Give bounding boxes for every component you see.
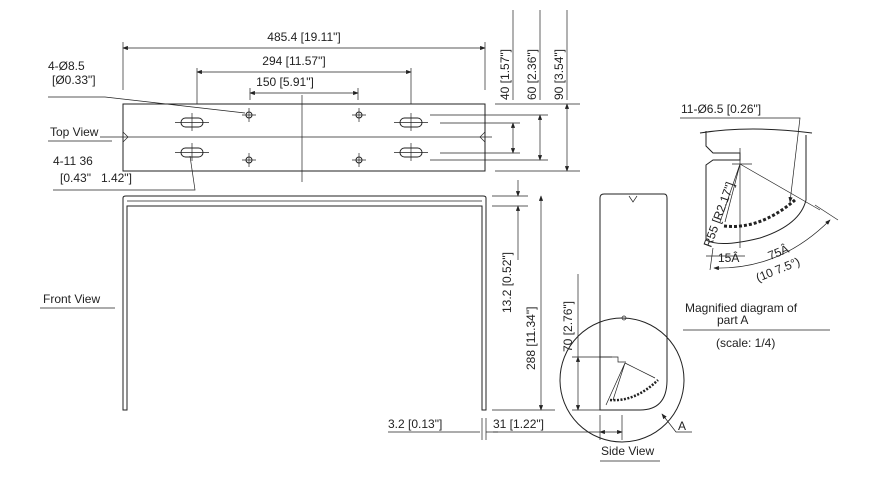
dim-288: 288 [11.34"] (524, 307, 538, 370)
top-view: 485.4 [19.11"] 294 [11.57"] 150 [5.91"] … (48, 10, 580, 191)
detail-caption: Magnified diagram of (685, 301, 798, 315)
detail-scale: (scale: 1/4) (716, 336, 775, 350)
dim-31: 31 [1.22"] (493, 417, 544, 431)
dim-70: 70 [2.76"] (561, 301, 575, 352)
dim-overall-length: 485.4 [19.11"] (267, 30, 340, 44)
dim-60: 60 [2.36"] (525, 49, 539, 100)
detail-caption-part: part A (717, 313, 748, 327)
slot-callout-inch: [0.43" 1.42"] (60, 171, 132, 185)
front-view-label: Front View (43, 292, 100, 306)
detail-hole-arc (723, 198, 796, 228)
hole-callout-inch: [Ø0.33"] (52, 73, 96, 87)
notch (122, 131, 486, 143)
side-view: 70 [2.76"] 31 [1.22"] Side View A (493, 193, 692, 462)
dim-90: 90 [3.54"] (552, 49, 566, 100)
hole-callout: 4-Ø8.5 (48, 59, 85, 73)
dim-thickness: 3.2 [0.13"] (388, 417, 442, 431)
dim-hole-spacing: 150 [5.91"] (256, 75, 314, 89)
front-view-outline (122, 195, 487, 411)
hole-arc (609, 379, 659, 402)
slot-callout: 4-11 36 (53, 154, 93, 168)
top-view-label: Top View (50, 125, 99, 139)
top-view-outline (122, 103, 486, 172)
front-view: Front View 13.2 [0.52"] 288 [11.34"] 3.2… (40, 180, 555, 440)
side-view-outline (599, 193, 668, 411)
detail-circle-a (559, 317, 685, 443)
detail-a: 11-Ø6.5 [0.26"] R55 [R2.17"] 15Â 75Â (10… (680, 102, 839, 350)
dim-slot-spacing: 294 [11.57"] (262, 54, 325, 68)
side-view-label: Side View (601, 444, 654, 458)
detail-marker: A (678, 419, 686, 433)
detail-hole-callout: 11-Ø6.5 [0.26"] (681, 102, 761, 116)
detail-angle-75: 75Â (766, 241, 791, 263)
slots (175, 113, 428, 161)
dim-13: 13.2 [0.52"] (500, 252, 514, 313)
detail-angle-15: 15Â (718, 250, 739, 265)
dim-40: 40 [1.57"] (498, 49, 512, 100)
holes (242, 108, 366, 167)
